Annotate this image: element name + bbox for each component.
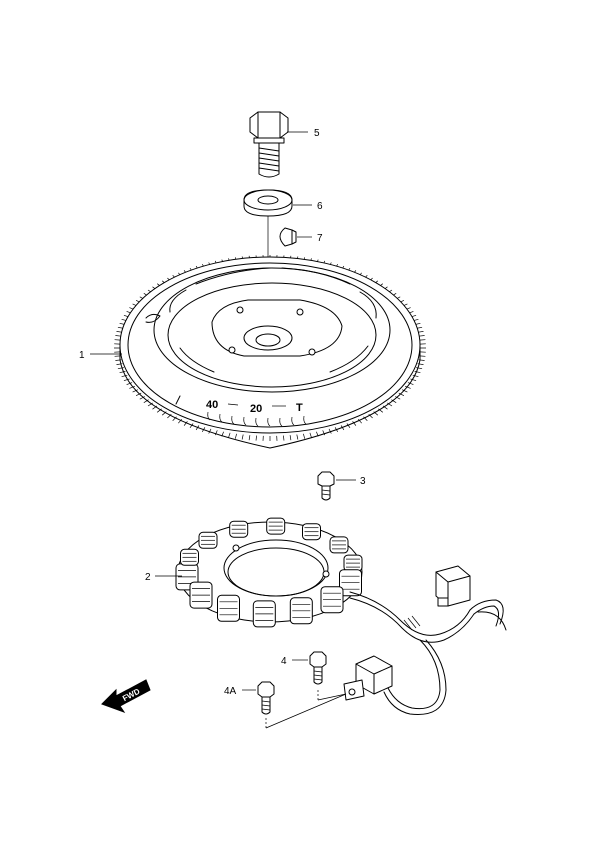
timing-mark-20: 20: [250, 403, 262, 415]
callout-1: 1: [79, 350, 85, 361]
callout-2: 2: [145, 572, 151, 583]
flywheel-bolt: [249, 111, 289, 178]
callout-7: 7: [317, 233, 323, 244]
callout-3: 3: [360, 476, 366, 487]
woodruff-key: [279, 227, 297, 247]
pickup-screw-4a: [257, 681, 275, 715]
flywheel-washer: [243, 189, 293, 217]
callout-4: 4: [281, 656, 287, 667]
pickup-screw: [309, 651, 327, 685]
callout-5: 5: [314, 128, 320, 139]
leader-lines: [90, 131, 356, 691]
timing-mark-t: T: [296, 402, 303, 414]
stator-coils: [175, 517, 363, 628]
assembly-lines: [265, 690, 347, 729]
timing-mark-40: 40: [206, 399, 218, 411]
forward-arrow-icon: FWD: [101, 679, 151, 713]
stator-screw: [317, 471, 335, 501]
callout-4a: 4A: [224, 686, 237, 697]
stator-assembly: [175, 517, 507, 715]
callout-6: 6: [317, 201, 323, 212]
flywheel: [114, 255, 426, 449]
